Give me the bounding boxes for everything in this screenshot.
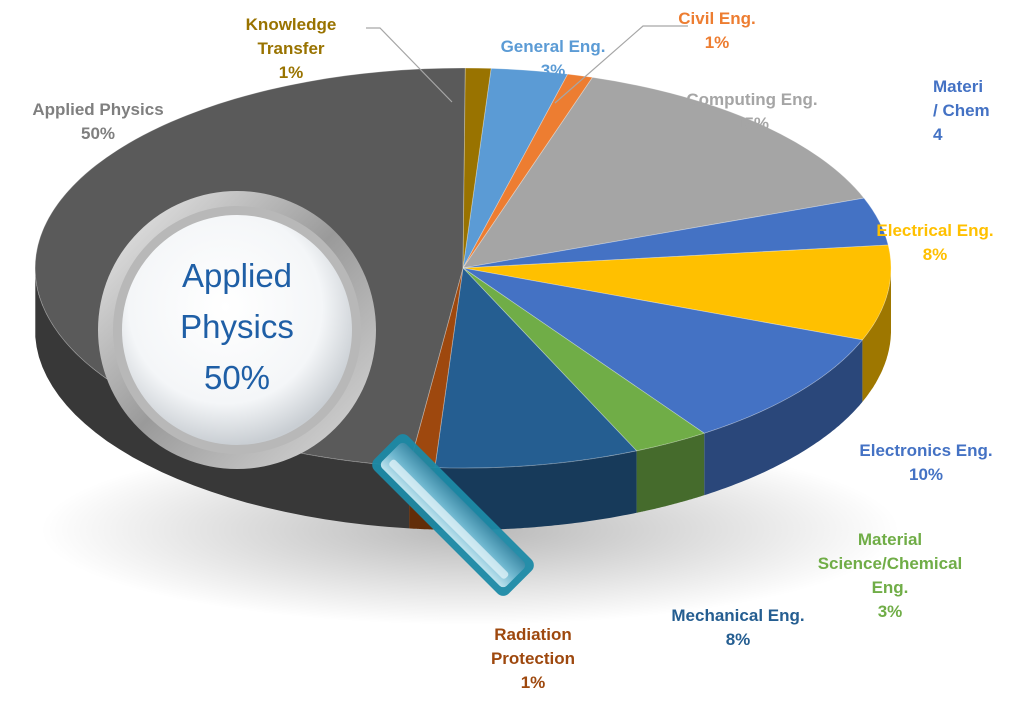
- slice-5: [462, 267, 864, 434]
- slice-label-10-line-0: Knowledge: [246, 15, 337, 34]
- slice-label-3-line-2: 4: [933, 125, 943, 144]
- slice-label-10-line-1: Transfer: [257, 39, 324, 58]
- slice-label-value-9: 50%: [81, 124, 115, 143]
- slice-side-4: [862, 269, 891, 402]
- slice-3: [462, 197, 889, 269]
- magnifier-line-3: 50%: [204, 359, 270, 396]
- slice-labels: General Eng. 3% Civil Eng. 1% Computing Eng.…: [32, 9, 993, 692]
- magnifier-icon: Applied Physics 50%: [98, 191, 534, 596]
- magnifier-line-1: Applied: [182, 257, 292, 294]
- pie-sides: [35, 269, 891, 530]
- slice-label-value-0: 3%: [541, 61, 566, 80]
- slice-side-5: [704, 339, 863, 496]
- slice-label-value-6: 3%: [878, 602, 903, 621]
- slice-label-value-4: 8%: [923, 245, 948, 264]
- slice-1: [462, 73, 594, 269]
- slice-0: [462, 67, 569, 269]
- slice-label-9-line-0: Applied Physics: [32, 100, 163, 119]
- slice-label-7-line-0: Mechanical Eng.: [671, 606, 804, 625]
- slice-label-6-line-0: Material: [858, 530, 922, 549]
- magnifier-lens: [122, 215, 352, 445]
- slice-2: [462, 76, 865, 269]
- slice-label-6-line-1: Science/Chemical: [818, 554, 963, 573]
- slice-label-3-line-0: Materi: [933, 77, 983, 96]
- slice-label-value-1: 1%: [705, 33, 730, 52]
- slice-label-value-7: 8%: [726, 630, 751, 649]
- slice-label-value-2: 15%: [735, 114, 769, 133]
- slice-10: [462, 67, 492, 269]
- slice-label-value-8: 1%: [521, 673, 546, 692]
- slice-label-4-line-0: Electrical Eng.: [876, 221, 993, 240]
- slice-label-5-line-0: Electronics Eng.: [859, 441, 992, 460]
- slice-label-2-line-0: Computing Eng.: [686, 90, 817, 109]
- slice-label-value-5: 10%: [909, 465, 943, 484]
- leader-line-1: [554, 25, 688, 104]
- slice-label-3-line-1: / Chem: [933, 101, 990, 120]
- magnifier-line-2: Physics: [180, 308, 294, 345]
- slice-side-6: [636, 433, 705, 513]
- slice-label-0-line-0: General Eng.: [501, 37, 606, 56]
- slice-label-1-line-0: Civil Eng.: [678, 9, 755, 28]
- slice-6: [462, 267, 706, 452]
- slice-label-6-line-2: Eng.: [872, 578, 909, 597]
- leader-lines: [366, 25, 688, 104]
- leader-line-10: [366, 27, 453, 103]
- slice-side-9: [35, 275, 410, 529]
- slice-label-8-line-0: Radiation: [494, 625, 571, 644]
- slice-7: [434, 267, 638, 469]
- slice-label-value-10: 1%: [279, 63, 304, 82]
- slice-side-7: [434, 450, 637, 530]
- magnifier-handle: [372, 434, 534, 596]
- slice-4: [462, 244, 892, 341]
- slice-label-8-line-1: Protection: [491, 649, 575, 668]
